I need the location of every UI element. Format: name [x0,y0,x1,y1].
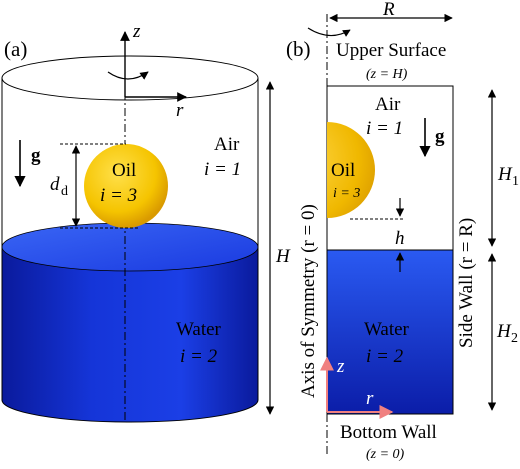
z-label-b: z [336,356,345,377]
bottom-wall-label: Bottom Wall [340,422,437,443]
water-index-b: i = 2 [366,346,404,367]
oil-label-b: Oil [331,160,355,181]
upper-surface-eq: (z = H) [366,67,408,82]
diameter-subscript: d [61,184,68,199]
height-label-a: H [275,246,291,267]
water-index-a: i = 2 [180,346,218,367]
panel-b: (b) R Upper Surface (z = H) Oil i = 3 Ai… [286,0,519,462]
bottom-wall-eq: (z = 0) [366,447,405,462]
diameter-dimension: d d [50,143,140,229]
upper-surface-label: Upper Surface [336,40,446,61]
water-cylinder [1,222,259,423]
rotation-arrow [107,71,149,80]
radius-label: R [382,0,395,20]
gravity-label: g [31,145,41,166]
height-dimensions-b: H 1 H 2 [487,89,519,411]
r-label-b: r [366,388,374,409]
side-wall-label: Side Wall (r = R) [456,218,477,348]
air-index-b: i = 1 [366,118,403,139]
domain-box [326,85,454,415]
axis-of-symmetry-label: Axis of Symmetry (r = 0) [298,204,319,398]
coordinate-axes-b: z r [320,356,394,419]
diameter-label: d [50,174,60,195]
radius-dimension: R [307,0,453,37]
oil-label-a: Oil [112,160,136,181]
panel-a: (a) z r g Air i = 1 [1,21,291,423]
z-label: z [132,21,141,42]
water-label-a: Water [176,319,222,340]
panel-b-label: (b) [286,37,311,61]
gravity-label-b: g [435,126,445,147]
oil-index-b: i = 3 [333,186,360,201]
h2-label: H [496,321,512,342]
h2-subscript: 2 [511,331,518,346]
height-dimension-a: H [265,81,291,415]
oil-droplet-b: Oil i = 3 [327,122,375,218]
air-label-b: Air [375,94,401,115]
air-label-a: Air [214,134,240,155]
water-label-b: Water [364,319,410,340]
r-label: r [176,100,184,121]
gap-label: h [395,228,405,249]
h1-label: H [497,164,513,185]
container-cylinder [1,55,259,400]
air-index-a: i = 1 [204,159,241,180]
gravity-indicator-a: g [14,140,41,188]
gravity-indicator-b: g [419,118,445,158]
oil-index-a: i = 3 [100,185,137,206]
rotation-arrow-b [307,27,351,37]
oil-droplet-a: Oil i = 3 [84,144,168,228]
panel-a-label: (a) [4,37,27,61]
coordinate-axes-a: z r [107,21,187,121]
gap-dimension: h [350,198,405,272]
h1-subscript: 1 [512,174,519,189]
